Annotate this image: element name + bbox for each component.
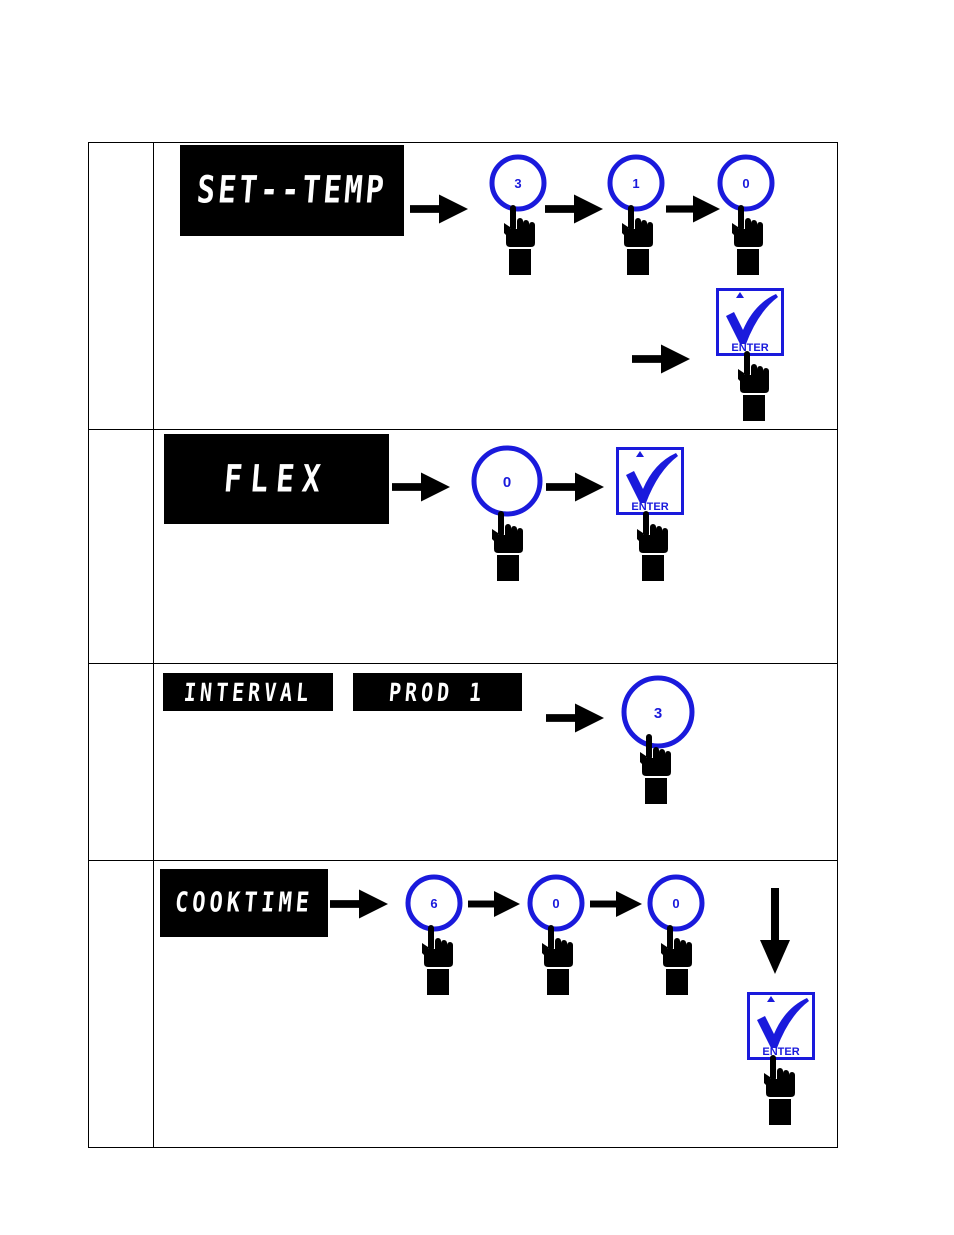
enter-button[interactable]: ENTER — [616, 447, 684, 515]
arrow-right-icon — [546, 702, 604, 734]
key-label: 3 — [514, 176, 521, 191]
arrow-right-icon — [392, 471, 450, 503]
arrow-right-icon — [632, 343, 690, 375]
arrow-right-icon — [546, 471, 604, 503]
key-label: 6 — [430, 896, 437, 911]
display-prod-1: PROD 1 — [353, 673, 522, 711]
key-label: 3 — [654, 705, 662, 722]
display-text: INTERVAL — [182, 677, 314, 707]
number-key-0[interactable]: 0 — [470, 444, 544, 518]
pointing-hand-icon — [422, 920, 456, 1000]
up-triangle-icon — [767, 996, 775, 1002]
row-divider — [89, 429, 837, 430]
instruction-table — [88, 142, 838, 1148]
pointing-hand-icon — [637, 506, 671, 586]
enter-button[interactable]: ENTER — [747, 992, 815, 1060]
up-triangle-icon — [636, 451, 644, 457]
pointing-hand-icon — [661, 920, 695, 1000]
key-label: 0 — [503, 474, 511, 491]
pointing-hand-icon — [504, 200, 538, 280]
key-label: 0 — [672, 896, 679, 911]
pointing-hand-icon — [732, 200, 766, 280]
pointing-hand-icon — [640, 729, 674, 809]
display-text: PROD 1 — [388, 677, 487, 707]
enter-button[interactable]: ENTER — [716, 288, 784, 356]
number-key-0[interactable]: 0 — [646, 873, 706, 933]
pointing-hand-icon — [492, 506, 526, 586]
number-key-0[interactable]: 0 — [716, 153, 776, 213]
row-divider — [89, 663, 837, 664]
enter-label: ENTER — [762, 1046, 799, 1058]
enter-label: ENTER — [731, 342, 768, 354]
display-text: COOKTIME — [173, 887, 315, 919]
enter-label: ENTER — [631, 501, 668, 513]
pointing-hand-icon — [542, 920, 576, 1000]
display-text: SET--TEMP — [195, 168, 389, 213]
number-key-3[interactable]: 3 — [620, 674, 696, 750]
check-icon — [757, 998, 809, 1048]
pointing-hand-icon — [622, 200, 656, 280]
number-key-1[interactable]: 1 — [606, 153, 666, 213]
arrow-right-icon — [410, 193, 468, 225]
arrow-right-icon — [545, 193, 603, 225]
arrow-right-icon — [666, 193, 720, 225]
key-label: 1 — [632, 176, 639, 191]
number-key-3[interactable]: 3 — [488, 153, 548, 213]
display-set-temp: SET--TEMP — [180, 145, 404, 236]
pointing-hand-icon — [738, 346, 772, 426]
display-interval: INTERVAL — [163, 673, 333, 711]
key-label: 0 — [552, 896, 559, 911]
check-icon — [626, 453, 678, 503]
display-flex: FLEX — [164, 434, 389, 524]
arrow-right-icon — [330, 888, 388, 920]
display-cooktime: COOKTIME — [160, 869, 328, 937]
number-key-0[interactable]: 0 — [526, 873, 586, 933]
arrow-right-icon — [468, 888, 520, 920]
display-text: FLEX — [222, 457, 331, 501]
row-divider — [89, 860, 837, 861]
check-icon — [726, 294, 778, 344]
table-column-divider — [153, 143, 154, 1147]
pointing-hand-icon — [764, 1050, 798, 1130]
arrow-down-icon — [759, 888, 791, 974]
key-label: 0 — [742, 176, 749, 191]
up-triangle-icon — [736, 292, 744, 298]
arrow-right-icon — [590, 888, 642, 920]
